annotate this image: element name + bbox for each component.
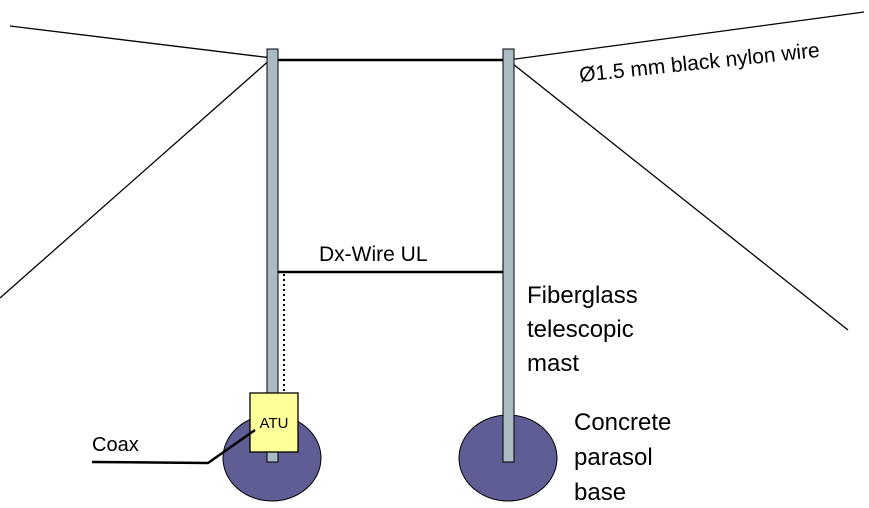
base-label-line-1: Concrete xyxy=(574,409,671,436)
right-guy-wire-upper xyxy=(507,11,865,61)
atu-label: ATU xyxy=(260,415,289,432)
right-fiberglass-mast xyxy=(502,48,515,463)
mast-label-line-1: Fiberglass xyxy=(527,282,638,309)
mast-label-line-3: mast xyxy=(527,350,579,377)
mast-label-line-2: telescopic xyxy=(527,316,634,343)
base-label: Concrete parasol base xyxy=(574,409,678,506)
coax-cable xyxy=(91,428,256,465)
mast-label: Fiberglass telescopic mast xyxy=(527,282,644,377)
right-guy-wire-lower xyxy=(507,59,849,331)
atu-box xyxy=(249,392,299,453)
left-guy-wire-lower xyxy=(0,57,273,299)
left-guy-wire-upper xyxy=(9,25,273,59)
base-label-line-2: parasol xyxy=(574,444,653,471)
base-label-line-3: base xyxy=(574,479,626,506)
antenna-label: Dx-Wire UL xyxy=(319,243,428,266)
left-fiberglass-mast xyxy=(266,48,279,463)
coax-label: Coax xyxy=(92,434,139,456)
